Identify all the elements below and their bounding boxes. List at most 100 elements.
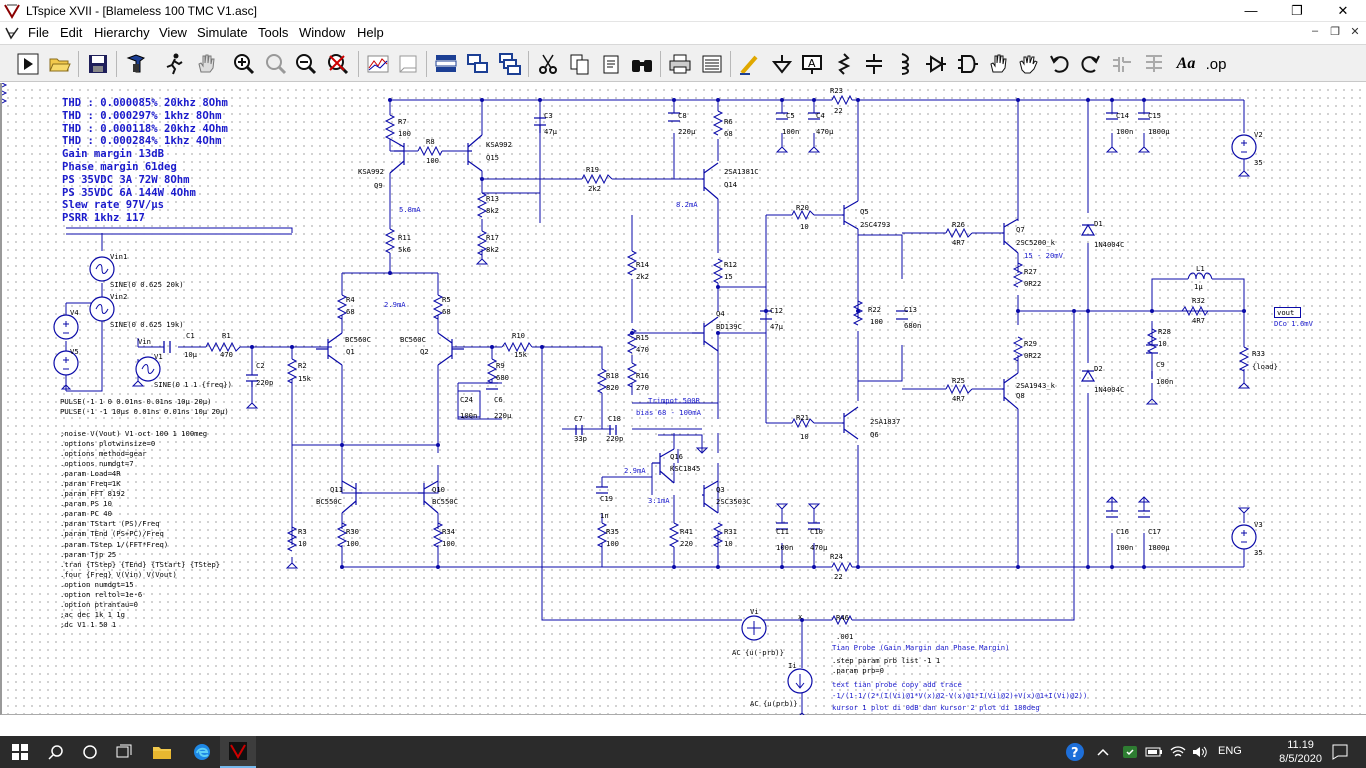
note-line[interactable]: PSRR 1khz 117	[62, 212, 145, 225]
copy-icon[interactable]	[566, 50, 594, 78]
ltp-current-label[interactable]: 2.9mA	[384, 300, 406, 309]
ltspice-icon[interactable]	[220, 736, 256, 768]
wifi-icon[interactable]	[1168, 736, 1188, 768]
q1-type[interactable]: BC560C	[345, 335, 371, 344]
trimpot-note[interactable]: Trimpot 500R	[648, 396, 700, 405]
r18-label[interactable]: R18	[606, 371, 619, 380]
v3-value[interactable]: 35	[1254, 548, 1263, 557]
v3-label[interactable]: V3	[1254, 520, 1263, 529]
c18-label[interactable]: C18	[608, 414, 621, 423]
r29-value[interactable]: 0R22	[1024, 351, 1042, 360]
zoom-area-icon[interactable]	[262, 50, 290, 78]
vin2-value[interactable]: SINE(0 0.625 19k)	[110, 320, 184, 329]
tian-step-directive[interactable]: .step param prb list -1 1	[832, 656, 941, 665]
c15-value[interactable]: 1800µ	[1148, 127, 1170, 136]
q2-label[interactable]: Q2	[420, 347, 429, 356]
tian-param-directive[interactable]: .param prb=0	[832, 666, 884, 675]
r21-value[interactable]: 10	[800, 432, 809, 441]
vas-current-label[interactable]: 8.2mA	[676, 200, 698, 209]
tile-vertical-icon[interactable]	[432, 50, 460, 78]
r31-value[interactable]: 10	[724, 539, 733, 548]
q6-label[interactable]: Q6	[870, 430, 879, 439]
r41-value[interactable]: 220	[680, 539, 693, 548]
c18-value[interactable]: 220p	[606, 434, 624, 443]
r22-label[interactable]: R22	[868, 305, 881, 314]
q16-type[interactable]: KSC1845	[670, 464, 701, 473]
directive-line[interactable]: .param TEnd (PS+PC)/Freq	[60, 529, 164, 539]
vin2-label[interactable]: Vin2	[110, 292, 128, 301]
q1-label[interactable]: Q1	[346, 347, 355, 356]
tian-probe-title[interactable]: Tian Probe (Gain Margin dan Phase Margin…	[832, 643, 1010, 652]
r32-label[interactable]: R32	[1192, 296, 1205, 305]
x-net-label[interactable]: x	[798, 612, 803, 621]
c12-value[interactable]: 47µ	[770, 322, 783, 331]
c9-value[interactable]: 100n	[1156, 377, 1174, 386]
menu-view[interactable]: View	[159, 25, 187, 40]
cortana-icon[interactable]	[74, 736, 106, 768]
c17-value[interactable]: 1800µ	[1148, 543, 1170, 552]
r35-label[interactable]: R35	[606, 527, 619, 536]
menu-simulate[interactable]: Simulate	[197, 25, 248, 40]
r13-value[interactable]: 8k2	[486, 206, 499, 215]
v2-label[interactable]: V2	[1254, 130, 1263, 139]
q14-type[interactable]: 2SA1381C	[724, 167, 759, 176]
r12-value[interactable]: 15	[724, 272, 733, 281]
c8-value[interactable]: 220µ	[678, 127, 696, 136]
directive-line[interactable]: .param Freq=1K	[60, 479, 121, 489]
note-line[interactable]: THD : 0.000085% 20khz 8Ohm	[62, 97, 228, 109]
note-line[interactable]: PS 35VDC 3A 72W 8Ohm	[62, 173, 190, 186]
menu-tools[interactable]: Tools	[258, 25, 289, 40]
chevron-up-icon[interactable]	[1094, 736, 1112, 768]
r9-value[interactable]: 680	[496, 373, 509, 382]
r30-value[interactable]: 100	[346, 539, 359, 548]
bias-note[interactable]: bias 68 - 100mA	[636, 408, 701, 417]
draw-wire-icon[interactable]	[736, 50, 764, 78]
c2-value[interactable]: 220p	[256, 378, 274, 387]
r15-value[interactable]: 470	[636, 345, 649, 354]
r30-label[interactable]: R30	[346, 527, 359, 536]
menu-hierarchy[interactable]: Hierarchy	[94, 25, 150, 40]
c10-value[interactable]: 470µ	[810, 543, 828, 552]
mdi-minimize-button[interactable]: –	[1311, 25, 1319, 37]
directive-line[interactable]: ;dc V1 1 50 1	[60, 619, 117, 629]
vout-net-label[interactable]: vout	[1274, 307, 1302, 318]
vin1-value[interactable]: SINE(0 0.625 20k)	[110, 280, 184, 289]
r17-label[interactable]: R17	[486, 233, 499, 242]
c17-label[interactable]: C17	[1148, 527, 1161, 536]
security-icon[interactable]	[1120, 736, 1140, 768]
v1-value[interactable]: SINE(0 1 1 {freq})	[154, 380, 232, 389]
print-preview-icon[interactable]	[698, 50, 726, 78]
directive-line[interactable]: .param Tjp 25	[60, 549, 117, 559]
directive-line[interactable]: .options plotwinsize=0	[60, 439, 156, 449]
print-icon[interactable]	[666, 50, 694, 78]
resistor-icon[interactable]	[830, 50, 858, 78]
c7-label[interactable]: C7	[574, 414, 583, 423]
r35-value[interactable]: 100	[606, 539, 619, 548]
ground-icon[interactable]	[768, 50, 796, 78]
note-line[interactable]: PS 35VDC 6A 144W 4Ohm	[62, 186, 196, 199]
r4-value[interactable]: 68	[346, 307, 355, 316]
r5-value[interactable]: 68	[442, 307, 451, 316]
q2-type[interactable]: BC560C	[400, 335, 426, 344]
r8-label[interactable]: R8	[426, 137, 435, 146]
directive-line[interactable]: .param TStart (PS)/Freq	[60, 519, 160, 529]
r33-label[interactable]: R33	[1252, 349, 1265, 358]
r21-label[interactable]: R21	[796, 413, 809, 422]
vi-label[interactable]: Vi	[750, 607, 759, 616]
r27-value[interactable]: 0R22	[1024, 279, 1042, 288]
c1-value[interactable]: 10µ	[184, 350, 197, 359]
pulse-line[interactable]: PULSE(-1 1 0 0.01ns 0.01ns 10µ 20µ)	[60, 397, 212, 406]
directive-line[interactable]: .param Load=4R	[60, 469, 121, 479]
r27-label[interactable]: R27	[1024, 267, 1037, 276]
ltspice-app-icon[interactable]	[4, 3, 20, 19]
r4-label[interactable]: R4	[346, 295, 355, 304]
v4-label[interactable]: V4	[70, 308, 79, 317]
q3-type[interactable]: 2SC3503C	[716, 497, 751, 506]
ii-label[interactable]: Ii	[788, 661, 797, 670]
menu-file[interactable]: File	[28, 25, 49, 40]
r11-value[interactable]: 5k6	[398, 245, 411, 254]
c7-value[interactable]: 33p	[574, 434, 587, 443]
c13-value[interactable]: 680n	[904, 321, 922, 330]
undo-icon[interactable]	[1046, 50, 1074, 78]
menu-window[interactable]: Window	[299, 25, 346, 40]
